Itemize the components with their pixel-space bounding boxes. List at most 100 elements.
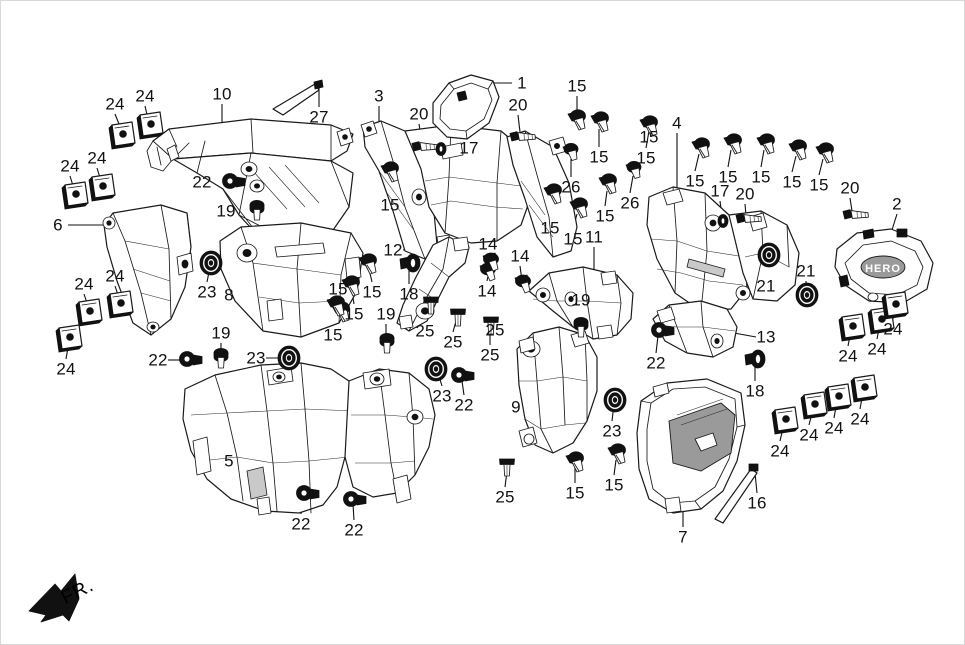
callout-number-19: 19 (571, 290, 591, 310)
callout-leader-line (849, 197, 853, 212)
callout-number-4: 4 (672, 113, 682, 133)
callout-leader-line (694, 153, 700, 172)
part-5-front-cowl-main (182, 362, 436, 516)
callout-number-27: 27 (309, 107, 329, 127)
callout-number-15: 15 (540, 218, 560, 238)
callout-leader-line (517, 114, 521, 133)
callout-number-23: 23 (602, 421, 622, 441)
callout-number-15: 15 (362, 282, 382, 302)
callout-number-24: 24 (824, 418, 844, 438)
callout-leader-line (461, 380, 465, 396)
callout-number-24: 24 (56, 359, 76, 379)
callout-number-24: 24 (867, 339, 887, 359)
callout-number-22: 22 (344, 520, 364, 540)
callout-number-13: 13 (756, 327, 776, 347)
callout-number-6: 6 (53, 215, 63, 235)
callout-number-25: 25 (415, 321, 435, 341)
callout-number-15: 15 (604, 475, 624, 495)
callout-leader-line (645, 130, 650, 149)
callout-number-22: 22 (646, 353, 666, 373)
callout-number-14: 14 (510, 246, 530, 266)
callout-number-7: 7 (678, 527, 688, 547)
part-1-gasket-ring (432, 74, 500, 140)
callout-number-15: 15 (328, 279, 348, 299)
callout-leader-line (604, 190, 608, 207)
part-16-wedge-shim (714, 463, 759, 524)
callout-number-23: 23 (197, 282, 217, 302)
callout-number-15: 15 (751, 167, 771, 187)
callout-number-22: 22 (291, 514, 311, 534)
callout-number-19: 19 (216, 201, 236, 221)
callout-number-17: 17 (710, 181, 730, 201)
callout-number-15: 15 (565, 483, 585, 503)
callout-number-24: 24 (770, 441, 790, 461)
callout-number-22: 22 (192, 172, 212, 192)
callout-number-15: 15 (685, 171, 705, 191)
callout-number-15: 15 (639, 127, 659, 147)
callout-leader-line (613, 459, 617, 476)
callout-number-26: 26 (561, 177, 581, 197)
callout-number-23: 23 (246, 348, 266, 368)
callout-number-22: 22 (454, 395, 474, 415)
callout-number-12: 12 (383, 240, 403, 260)
callout-number-20: 20 (409, 104, 429, 124)
part-11-lower-bracket-right (528, 266, 634, 340)
callout-leader-line (818, 158, 824, 176)
callout-number-16: 16 (747, 493, 767, 513)
callout-number-18: 18 (745, 381, 765, 401)
callout-number-24: 24 (60, 156, 80, 176)
callout-number-19: 19 (211, 323, 231, 343)
callout-number-25: 25 (495, 487, 515, 507)
callout-number-21: 21 (756, 276, 776, 296)
callout-number-24: 24 (838, 346, 858, 366)
callout-leader-line (352, 503, 355, 521)
callout-number-5: 5 (224, 451, 234, 471)
callout-number-24: 24 (87, 148, 107, 168)
callout-leader-line (629, 175, 634, 194)
callout-number-15: 15 (323, 325, 343, 345)
callout-number-15: 15 (344, 304, 364, 324)
part-2-side-emblem-cover: HERO (834, 228, 934, 304)
callout-number-10: 10 (212, 84, 232, 104)
callout-number-17: 17 (459, 138, 479, 158)
callout-leader-line (727, 149, 732, 168)
callout-leader-line (760, 149, 765, 168)
callout-number-15: 15 (567, 76, 587, 96)
callout-number-2: 2 (892, 194, 902, 214)
part-9-duct-cover-right (516, 326, 598, 454)
callout-number-24: 24 (105, 94, 125, 114)
callout-number-20: 20 (840, 178, 860, 198)
callout-number-24: 24 (883, 319, 903, 339)
callout-number-15: 15 (718, 167, 738, 187)
part-12-stay-bracket-left (396, 236, 470, 332)
callout-leader-line (733, 332, 757, 338)
part-10-upper-cowl-bracket (146, 118, 354, 248)
callout-number-14: 14 (477, 281, 497, 301)
callout-number-3: 3 (374, 86, 384, 106)
callout-number-1: 1 (517, 73, 527, 93)
callout-leader-line (791, 155, 797, 173)
part-27-wedge-shim-long (272, 79, 324, 116)
callout-number-24: 24 (74, 274, 94, 294)
callout-number-20: 20 (735, 184, 755, 204)
callout-number-9: 9 (511, 397, 521, 417)
callout-number-14: 14 (478, 234, 498, 254)
callout-number-26: 26 (620, 193, 640, 213)
callout-number-21: 21 (796, 261, 816, 281)
callout-number-25: 25 (443, 332, 463, 352)
callout-leader-line (655, 335, 659, 354)
callout-number-15: 15 (595, 206, 615, 226)
callout-number-20: 20 (508, 95, 528, 115)
callout-number-24: 24 (105, 266, 125, 286)
hero-emblem-text: HERO (865, 263, 901, 275)
callout-number-23: 23 (432, 386, 452, 406)
callout-number-15: 15 (809, 175, 829, 195)
orientation-arrow-icon (28, 573, 80, 623)
callout-number-24: 24 (799, 425, 819, 445)
callout-number-15: 15 (380, 195, 400, 215)
part-3-inner-cowl-left (360, 120, 534, 260)
callout-number-25: 25 (480, 345, 500, 365)
callout-number-15: 15 (782, 172, 802, 192)
